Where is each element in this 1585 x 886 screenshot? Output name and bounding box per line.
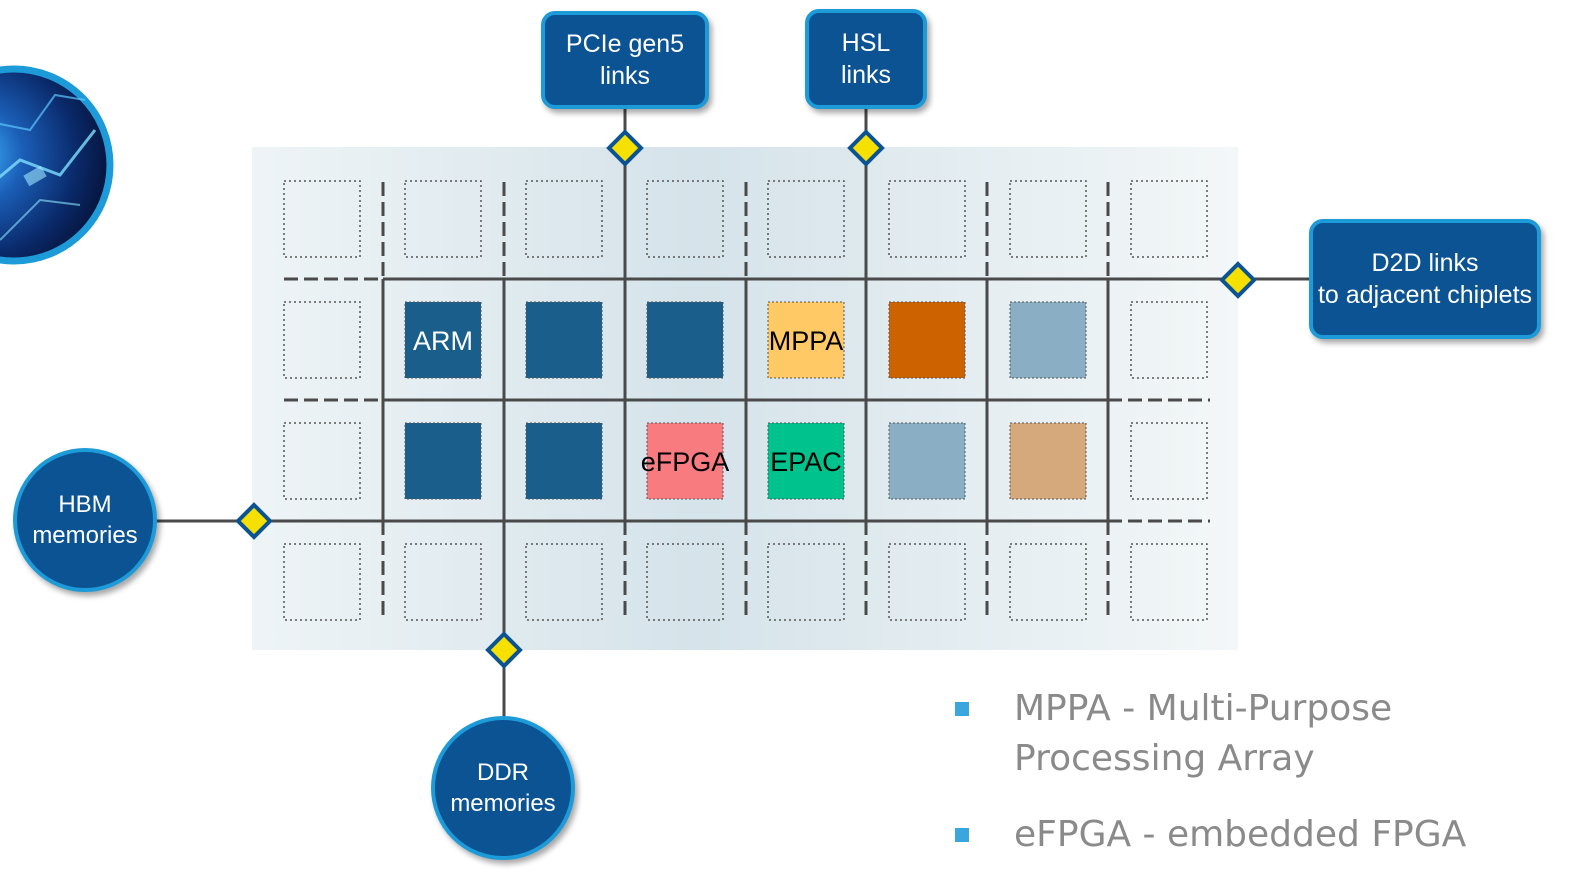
tile-lightblue-2-fill: [888, 422, 966, 500]
tile-efpga: eFPGA: [641, 422, 730, 500]
tile-blue-3: [404, 422, 482, 500]
d2d-connection-diamond: [1219, 261, 1257, 299]
tile-epac-fill: [767, 422, 845, 500]
empty-tile-slot: [283, 543, 361, 621]
d2d-links-box: D2D links to adjacent chiplets: [1309, 219, 1541, 339]
hsl-links-box: HSL links: [805, 9, 927, 109]
ddr-connection-diamond: [485, 631, 523, 669]
pcie-links-line1: PCIe gen5: [565, 30, 685, 58]
tile-efpga-label: eFPGA: [641, 447, 730, 477]
empty-tile-slot: [888, 180, 966, 258]
tile-orange: [888, 301, 966, 379]
tile-mppa: MPPA: [767, 301, 845, 379]
hbm-line2: memories: [32, 522, 138, 549]
ddr-line1: DDR: [477, 759, 529, 786]
tile-epac-label: EPAC: [770, 447, 842, 477]
tile-blue-4: [525, 422, 603, 500]
tile-blue-4-fill: [525, 422, 603, 500]
legend: MPPA - Multi-Purpose Processing Array eF…: [952, 684, 1572, 886]
tile-mppa-fill: [767, 301, 845, 379]
legend-item-efpga: eFPGA - embedded FPGA: [952, 810, 1572, 860]
tile-blue-3-fill: [404, 422, 482, 500]
hbm-connection-diamond: [235, 502, 273, 540]
empty-tile-slot: [1130, 180, 1208, 258]
tile-orange-fill: [888, 301, 966, 379]
empty-tile-slot: [404, 180, 482, 258]
pcie-links-line2: links: [599, 62, 650, 90]
hsl-links-line2: links: [840, 61, 891, 89]
pcie-connection-diamond: [606, 129, 644, 167]
legend-efpga-line1: eFPGA - embedded FPGA: [1014, 814, 1467, 855]
empty-tile-slot: [646, 543, 724, 621]
tile-array: ARM MPPA eFPGA EPAC: [283, 180, 1208, 621]
empty-tile-slot: [283, 301, 361, 379]
tile-tan-fill: [1009, 422, 1087, 500]
tile-blue-1: [525, 301, 603, 379]
empty-tile-slot: [1130, 422, 1208, 500]
legend-mppa-line1: MPPA - Multi-Purpose: [1014, 688, 1393, 729]
legend-mppa-line2: Processing Array: [1014, 738, 1315, 779]
empty-tile-slot: [1009, 543, 1087, 621]
d2d-links-line2: to adjacent chiplets: [1317, 281, 1533, 309]
hsl-connection-diamond: [847, 129, 885, 167]
pcie-links-box: PCIe gen5 links: [541, 11, 709, 109]
tile-lightblue-1: [1009, 301, 1087, 379]
empty-tile-slot: [525, 543, 603, 621]
empty-tile-slot: [1009, 180, 1087, 258]
empty-tile-slot: [646, 180, 724, 258]
tile-epac: EPAC: [767, 422, 845, 500]
tile-mppa-label: MPPA: [769, 326, 844, 356]
legend-item-mppa: MPPA - Multi-Purpose Processing Array: [952, 684, 1572, 784]
tile-lightblue-1-fill: [1009, 301, 1087, 379]
connection-points: [235, 129, 1257, 669]
d2d-links-line1: D2D links: [1371, 249, 1479, 277]
tile-arm: ARM: [404, 301, 482, 379]
empty-tile-slot: [283, 422, 361, 500]
empty-tile-slot: [1130, 301, 1208, 379]
bullet-icon: [955, 702, 969, 716]
empty-tile-slot: [767, 180, 845, 258]
tile-efpga-fill: [646, 422, 724, 500]
tile-lightblue-2: [888, 422, 966, 500]
empty-tile-slot: [888, 543, 966, 621]
hsl-links-line1: HSL: [841, 29, 891, 57]
tile-arm-fill: [404, 301, 482, 379]
circuit-photo-decoration: [0, 65, 114, 265]
tile-blue-1-fill: [525, 301, 603, 379]
tile-blue-2: [646, 301, 724, 379]
hbm-line1: HBM: [58, 491, 112, 518]
tile-blue-2-fill: [646, 301, 724, 379]
ddr-line2: memories: [450, 790, 556, 817]
empty-tile-slot: [767, 543, 845, 621]
hbm-memories-circle: HBM memories: [13, 448, 157, 592]
tile-arm-label: ARM: [413, 326, 473, 356]
empty-tile-slot: [404, 543, 482, 621]
empty-tile-slot: [283, 180, 361, 258]
ddr-memories-circle: DDR memories: [431, 716, 575, 860]
empty-tile-slot: [1130, 543, 1208, 621]
empty-tile-slot: [525, 180, 603, 258]
bullet-icon: [955, 828, 969, 842]
tile-tan: [1009, 422, 1087, 500]
